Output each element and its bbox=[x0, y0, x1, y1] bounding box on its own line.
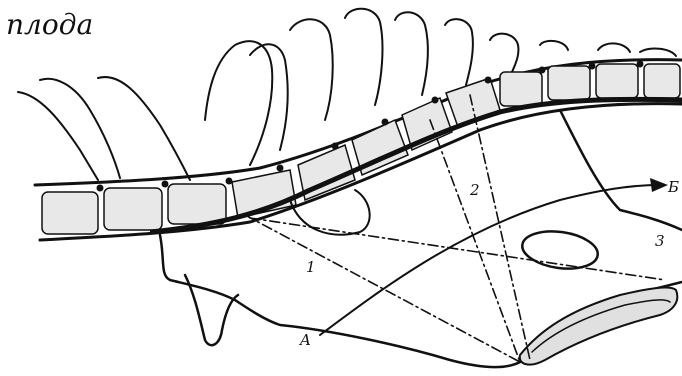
label-1: 1 bbox=[306, 258, 316, 276]
label-a: A bbox=[298, 331, 311, 349]
diameter-2 bbox=[430, 120, 520, 362]
label-b: Б bbox=[667, 178, 679, 196]
handwritten-caption: плода bbox=[6, 8, 93, 41]
label-3: 3 bbox=[655, 232, 665, 250]
vertebral-column bbox=[35, 60, 682, 240]
obturator-foramen bbox=[520, 227, 600, 273]
pelvis bbox=[160, 110, 682, 367]
label-2: 2 bbox=[469, 181, 480, 199]
